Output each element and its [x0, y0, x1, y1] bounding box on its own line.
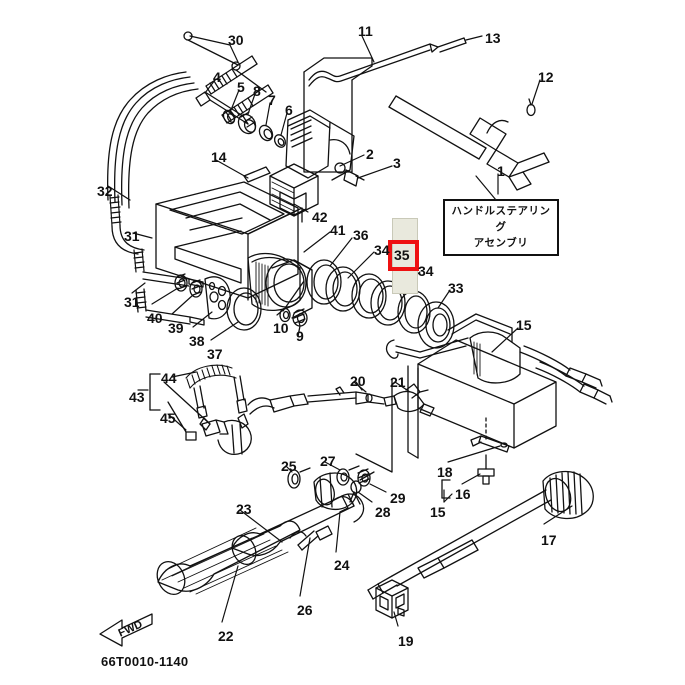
callout-number: 33 [448, 280, 464, 296]
fastener-group-lower [279, 280, 308, 337]
callout-number: 15 [516, 317, 532, 333]
shift-cable-assembly [247, 381, 435, 417]
assembly-callout-line1: ハンドルステアリング [451, 205, 551, 233]
callout-number: 32 [97, 183, 113, 199]
callout-number: 37 [207, 346, 223, 362]
callout-number: 22 [218, 628, 234, 644]
callout-number: 45 [160, 410, 176, 426]
highlight-box-35[interactable] [388, 240, 419, 271]
callout-number: 24 [334, 557, 350, 573]
callout-number: 20 [350, 373, 366, 389]
callout-number: 43 [129, 389, 145, 405]
callout-number: 34 [418, 263, 434, 279]
cable-assembly-upper [107, 31, 274, 326]
callout-number: 23 [236, 501, 252, 517]
part-number-label: 66T0010-1140 [101, 654, 189, 669]
callout-number: 26 [297, 602, 313, 618]
tiller-housing [355, 313, 613, 473]
callout-number: 40 [147, 310, 163, 326]
handle-housing [155, 163, 319, 319]
callout-number: 2 [366, 146, 374, 162]
bracket-and-bolt [470, 417, 510, 485]
tiller-shaft [367, 470, 594, 600]
callout-number: 27 [320, 453, 336, 469]
callout-number: 31 [124, 294, 140, 310]
callout-number: 31 [124, 228, 140, 244]
callout-number: 6 [285, 102, 293, 118]
callout-number: 39 [168, 320, 184, 336]
callout-number: 17 [541, 532, 557, 548]
callout-number: 28 [375, 504, 391, 520]
callout-number: 30 [228, 32, 244, 48]
callout-number: 8 [253, 83, 261, 99]
callout-number: 29 [390, 490, 406, 506]
callout-number: 18 [437, 464, 453, 480]
fastener-group-upper [195, 91, 287, 148]
callout-number: 41 [330, 222, 346, 238]
callout-number: 13 [485, 30, 501, 46]
callout-number: 5 [237, 79, 245, 95]
callout-number: 16 [455, 486, 471, 502]
callout-number: 15 [430, 504, 446, 520]
callout-number: 4 [213, 69, 221, 85]
callout-number: 10 [273, 320, 289, 336]
callout-number: 25 [281, 458, 297, 474]
callout-number: 34 [374, 242, 390, 258]
callout-number: 11 [358, 23, 373, 39]
control-lever [285, 109, 365, 187]
callout-number: 1 [497, 163, 505, 179]
assembly-callout-box: ハンドルステアリング アセンブリ [443, 199, 559, 257]
bushing-group [174, 273, 262, 331]
callout-number: 36 [353, 227, 369, 243]
fwd-arrow [99, 613, 153, 647]
callout-number: 7 [268, 92, 276, 108]
callout-number: 12 [538, 69, 554, 85]
callout-number: 44 [161, 370, 177, 386]
lanyard-assembly [149, 364, 252, 456]
assembly-callout-line2: アセンブリ [473, 236, 529, 249]
callout-number: 19 [398, 633, 414, 649]
callout-number: 42 [312, 209, 328, 225]
throttle-grip-assembly [156, 465, 365, 596]
small-fasteners-right [349, 468, 375, 503]
connector-19 [375, 539, 479, 619]
steering-rod-assembly [303, 37, 550, 191]
callout-number: 3 [393, 155, 401, 171]
callout-number: 9 [296, 328, 304, 344]
callout-number: 21 [390, 374, 406, 390]
callout-number: 38 [189, 333, 205, 349]
callout-number: 14 [211, 149, 227, 165]
highlight-number-label: 35 [394, 247, 410, 263]
leader-lines [107, 35, 573, 627]
